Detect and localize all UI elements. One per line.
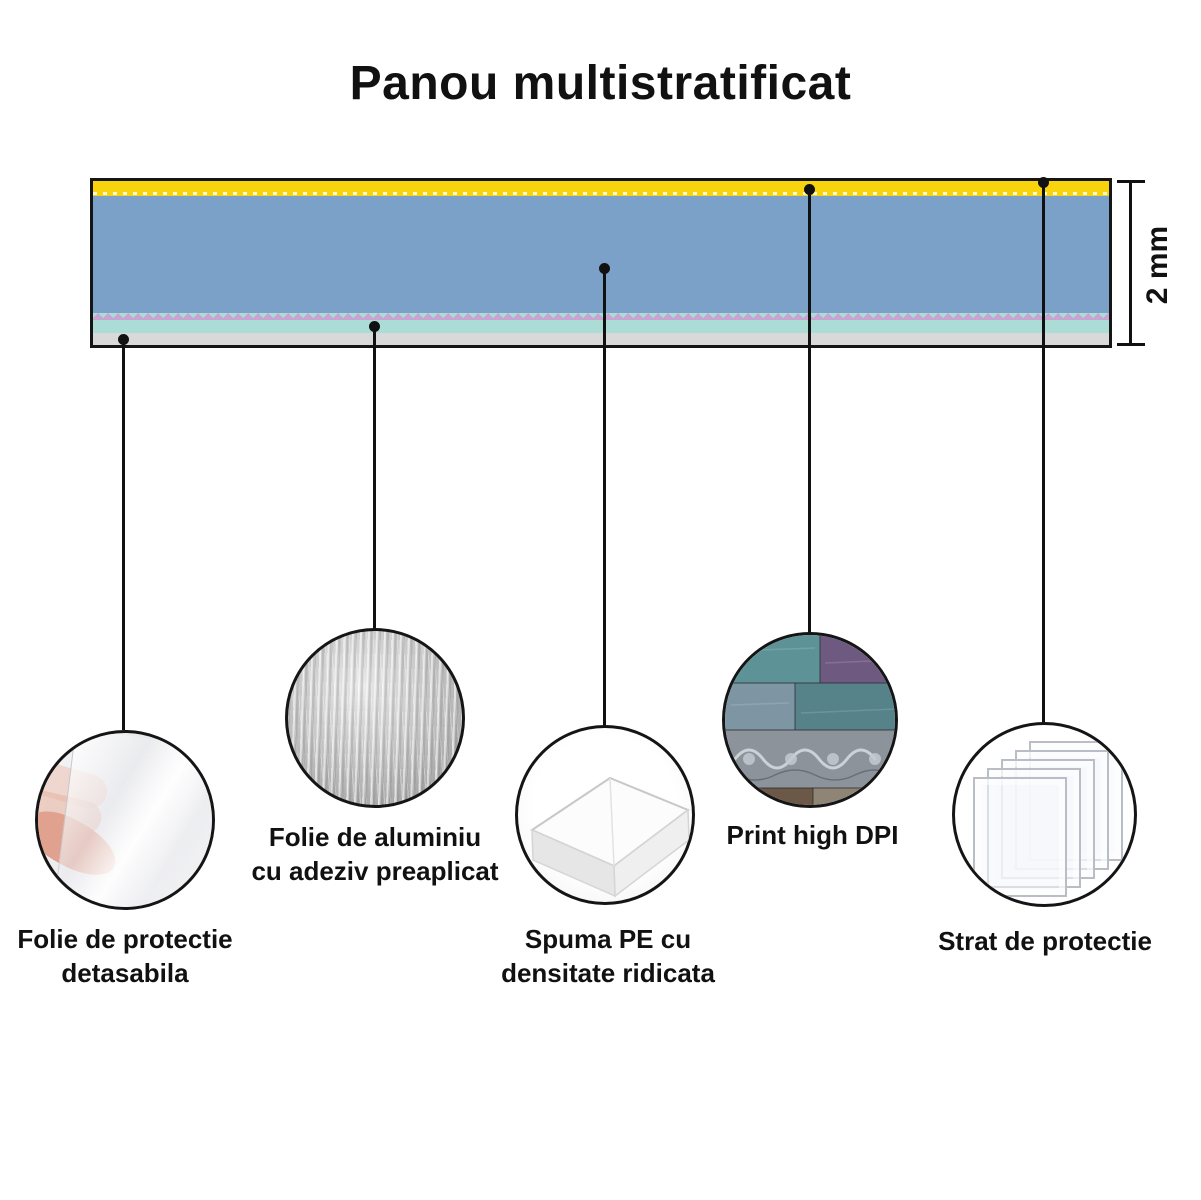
leader-line-top-coating [1042,182,1045,724]
hand-holding-transparent-film-image [35,730,215,910]
caption-line: densitate ridicata [501,958,715,989]
foam-slab-drawing [529,776,691,898]
transparent-film-sheet [54,733,212,907]
layer-top-coating [93,181,1109,196]
dimension-line [1129,181,1132,345]
caption-line: cu adeziv preaplicat [251,856,499,887]
layer-print-body [93,196,1109,313]
diagram-title: Panou multistratificat [349,57,852,110]
layer-foam [93,313,1109,333]
anchor-dot-print-body [599,263,610,274]
printed-wood-pattern-image [722,632,898,808]
leader-line-print-body [603,268,606,727]
caption-print-high-dpi: Print high DPI [695,818,930,852]
anchor-dot-base-film [118,334,129,345]
caption-spuma-pe: Spuma PE cu densitate ridicata [478,922,738,991]
caption-line: Folie de protectie [17,924,233,954]
wood-planks-drawing [725,635,895,805]
leader-line-print [808,188,811,634]
caption-folie-aluminiu: Folie de aluminiu cu adeziv preaplicat [235,820,515,889]
anchor-dot-top-coating [1038,177,1049,188]
white-pe-foam-corner-image [515,725,695,905]
protective-sheet [973,777,1067,897]
leader-line-foam [373,325,376,630]
caption-line: Strat de protectie [938,926,1152,956]
leader-line-base-film [122,338,125,730]
aluminum-foil-texture-image [285,628,465,808]
caption-line: Folie de aluminiu [268,822,482,852]
caption-line: Spuma PE cu [524,924,692,954]
dimension-label: 2 mm [1141,225,1174,305]
stacked-protective-sheets-image [952,722,1137,907]
layer-base-film [93,333,1109,345]
panel-cross-section [90,178,1112,348]
foam-zigzag-edge [93,313,1109,320]
dimension-cap-bottom [1117,343,1145,346]
caption-line: detasabila [61,958,189,989]
caption-strat-protectie: Strat de protectie [905,924,1185,958]
caption-line: Print high DPI [726,820,899,850]
anchor-dot-foam [369,321,380,332]
anchor-dot-print [804,184,815,195]
caption-folie-protectie-detasabila: Folie de protectie detasabila [0,922,255,991]
